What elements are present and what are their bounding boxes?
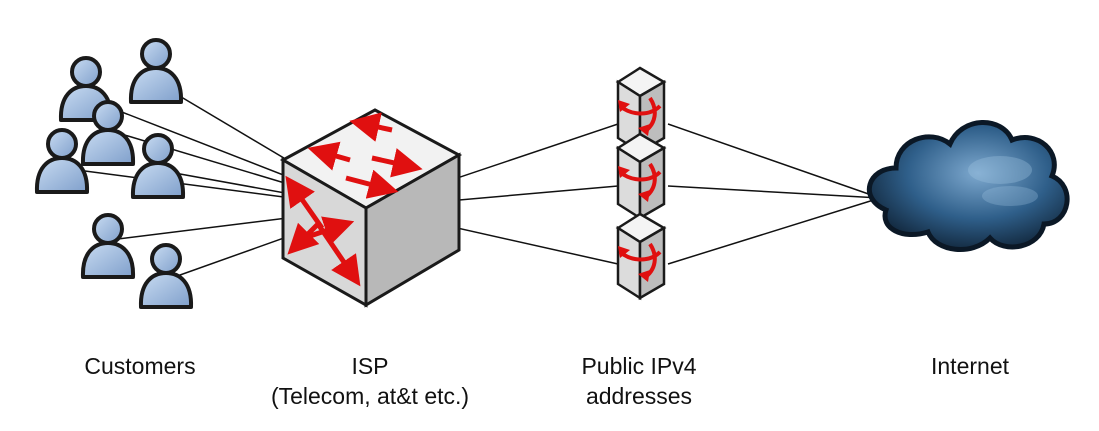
- isp-label-subtitle: (Telecom, at&t etc.): [270, 383, 470, 409]
- connection-lines: [61, 81, 881, 281]
- internet-label: Internet: [900, 351, 1040, 381]
- customers-label-text: Customers: [84, 353, 196, 379]
- public-ipv4-label: Public IPv4 addresses: [548, 351, 730, 411]
- user-icon: [34, 128, 90, 194]
- connection-line: [667, 197, 881, 265]
- connection-line: [667, 123, 881, 199]
- public-ipv4-label-line2: addresses: [585, 383, 693, 409]
- customers-label: Customers: [58, 351, 222, 381]
- user-icon: [80, 213, 136, 279]
- user-icon: [138, 243, 194, 309]
- public-ipv4-label-line1: Public IPv4: [581, 353, 697, 379]
- user-icon: [130, 133, 186, 199]
- internet-label-text: Internet: [931, 353, 1009, 379]
- connection-line: [667, 185, 881, 199]
- customers-group: [34, 38, 194, 309]
- isp-label: ISP (Telecom, at&t etc.): [225, 351, 515, 411]
- cloud-icon: [866, 120, 1070, 252]
- isp-label-title: ISP: [351, 353, 389, 379]
- nat-server-icon: [616, 212, 666, 300]
- router-icon: [279, 108, 463, 308]
- nat-servers-group: [616, 66, 666, 300]
- user-icon: [128, 38, 184, 104]
- nat-server-icon: [616, 132, 666, 220]
